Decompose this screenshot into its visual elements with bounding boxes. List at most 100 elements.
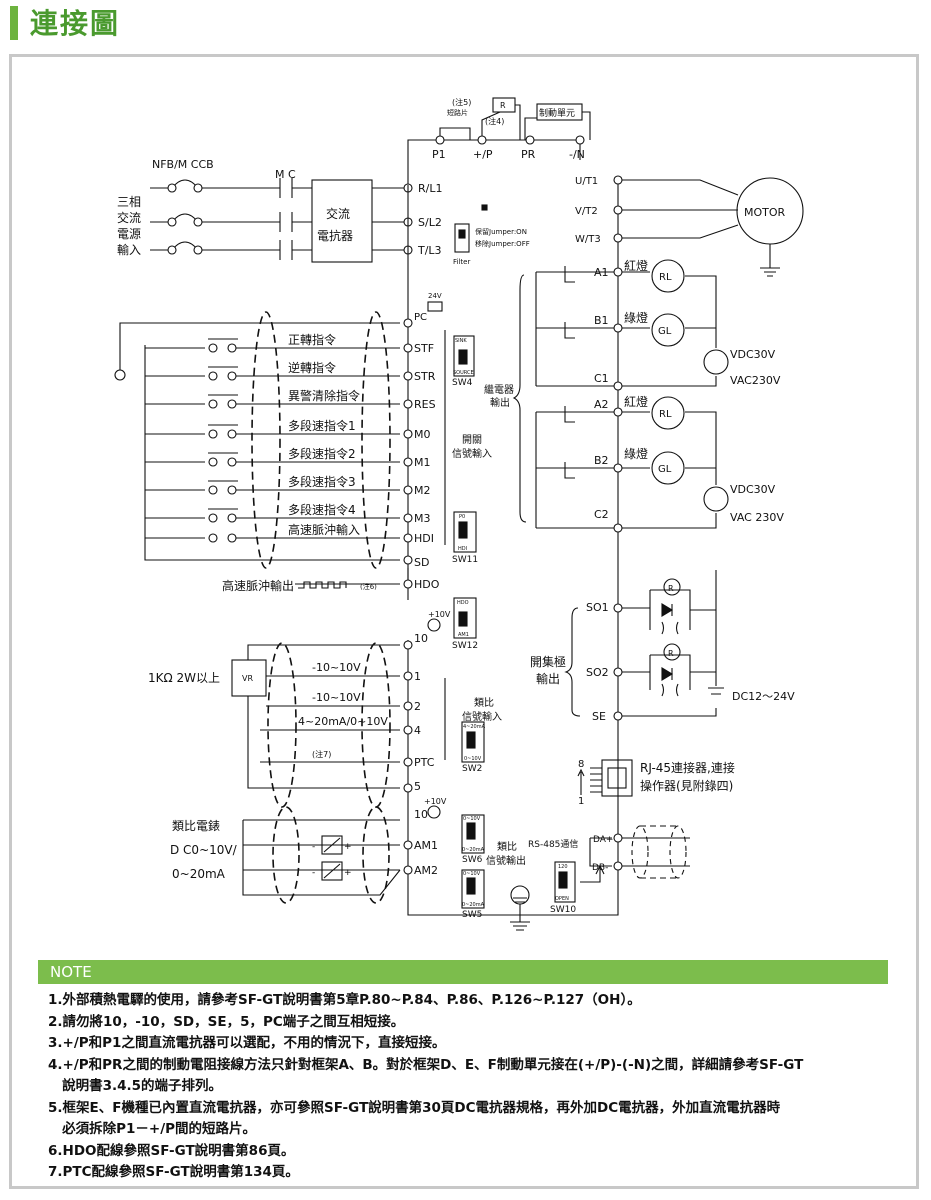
sw2-name: SW2 bbox=[462, 764, 482, 774]
short-plate-label: 短路片 bbox=[447, 108, 468, 117]
green-lamp-label-2: 綠燈 bbox=[624, 446, 648, 461]
contactor bbox=[279, 178, 293, 198]
sw10-name: SW10 bbox=[550, 905, 576, 915]
svg-text:+: + bbox=[344, 868, 352, 878]
svg-text:-: - bbox=[312, 842, 315, 852]
aout-v10-label: +10V bbox=[424, 797, 447, 806]
command-label-2: 逆轉指令 bbox=[288, 360, 336, 375]
svg-text:+: + bbox=[344, 842, 352, 852]
sw6-top: 0~10V bbox=[463, 816, 481, 822]
hdo-output-label: 高速脈沖輸出 bbox=[222, 578, 294, 593]
rj45-label-1: RJ-45連接器,連接 bbox=[640, 760, 735, 775]
terminal-analog-ptc: PTC bbox=[414, 756, 435, 769]
reactor-label-2: 電抗器 bbox=[317, 228, 353, 243]
note-item-6: 6.HDO配線參照SF-GT說明書第86頁。 bbox=[48, 1142, 295, 1159]
terminal-tl3: T/L3 bbox=[417, 244, 442, 257]
terminal-str: STR bbox=[414, 370, 436, 383]
sw12-name: SW12 bbox=[452, 641, 478, 651]
power-input: NFB/M CCB M C 三相 交流 電源 輸入 交流 電抗器 R/L1 S/… bbox=[117, 158, 530, 266]
analog-label-3: 4~20mA/0~10V bbox=[298, 715, 388, 728]
vac-label-1: VAC230V bbox=[730, 374, 781, 387]
note4-label: (注4) bbox=[485, 116, 504, 126]
switch-group-1: 開關 bbox=[462, 434, 482, 446]
terminal-analog-1: 1 bbox=[414, 670, 421, 683]
meter-label-2: D C0~10V/ bbox=[170, 843, 238, 857]
terminal-a1: A1 bbox=[594, 266, 609, 279]
terminal-am2: AM2 bbox=[414, 864, 438, 877]
filter-label: Filter bbox=[453, 258, 470, 266]
open-collector: 開集極 輸出 SO1 SO2 SE R R DC12〜24V bbox=[530, 570, 795, 723]
sw4-top: SINK bbox=[455, 338, 467, 344]
v24-label: 24V bbox=[428, 292, 442, 300]
red-lamp-label-1: 紅燈 bbox=[624, 258, 648, 273]
terminal-analog-2: 2 bbox=[414, 700, 421, 713]
sw11-top: P0 bbox=[459, 514, 465, 520]
command-label-6: 多段速指令3 bbox=[288, 474, 356, 489]
reactor-label-1: 交流 bbox=[326, 206, 350, 221]
command-label-8: 高速脈沖輸入 bbox=[288, 522, 360, 537]
vr-label: VR bbox=[242, 674, 253, 683]
sw6-bottom: 0~20mA bbox=[462, 847, 485, 853]
filter-off-text: 移除Jumper:OFF bbox=[475, 239, 530, 248]
aout-group-1: 類比 bbox=[497, 841, 517, 853]
terminal-hdo: HDO bbox=[414, 578, 440, 591]
analog-v10-label: +10V bbox=[428, 610, 451, 619]
digital-inputs: 正轉指令STF逆轉指令STR異警清除指令RES多段速指令1M0多段速指令2M1多… bbox=[114, 292, 492, 651]
command-label-5: 多段速指令2 bbox=[288, 446, 356, 461]
rj45-label-2: 操作器(見附錄四) bbox=[640, 778, 733, 793]
terminal-res: RES bbox=[414, 398, 436, 411]
contactor bbox=[279, 212, 293, 232]
terminal-rl1: R/L1 bbox=[418, 182, 442, 195]
vr-rating: 1KΩ 2W以上 bbox=[148, 671, 220, 685]
terminal-p1: P1 bbox=[432, 148, 446, 161]
gl-lamp-1: GL bbox=[658, 326, 672, 337]
sw11-name: SW11 bbox=[452, 555, 478, 565]
terminal-hdi: HDI bbox=[414, 532, 434, 545]
oc-r-1: R bbox=[668, 584, 674, 593]
sw12-bottom: AM1 bbox=[458, 632, 469, 638]
oc-r-2: R bbox=[668, 649, 674, 658]
oc-dc-label: DC12〜24V bbox=[732, 690, 795, 703]
note6-label: (注6) bbox=[360, 582, 377, 591]
sw5-bottom: 0~20mA bbox=[462, 902, 485, 908]
analog-group-2: 信號輸入 bbox=[462, 710, 502, 723]
terminal-plus-p: +/P bbox=[473, 148, 493, 161]
note-item-5: 5.框架E、F機種已內置直流電抗器，亦可參照SF-GT說明書第30頁DC電抗器規… bbox=[48, 1099, 781, 1138]
relay-group-label-1: 繼電器 bbox=[484, 383, 514, 396]
vr-box bbox=[231, 659, 267, 697]
analog-group-1: 類比 bbox=[474, 697, 494, 709]
terminal-b2: B2 bbox=[594, 454, 609, 467]
terminal-5: 5 bbox=[414, 780, 421, 793]
terminal-sl2: S/L2 bbox=[418, 216, 442, 229]
sw5-name: SW5 bbox=[462, 910, 482, 920]
input-label-2: 交流 bbox=[117, 210, 141, 225]
command-label-7: 多段速指令4 bbox=[288, 502, 356, 517]
filter-on-text: 保留Jumper:ON bbox=[475, 227, 527, 236]
note-header: NOTE bbox=[38, 960, 888, 984]
brake-unit-label: 制動單元 bbox=[539, 107, 575, 119]
title-accent-bar bbox=[10, 6, 18, 40]
sw10-bottom: OPEN bbox=[555, 896, 569, 902]
terminal-pc: PC bbox=[414, 312, 427, 323]
terminal-analog-4: 4 bbox=[414, 724, 421, 737]
motor-section: MOTOR U/T1 V/T2 W/T3 bbox=[575, 176, 804, 277]
sw10-top: 120 bbox=[558, 864, 568, 870]
terminal-wt3: W/T3 bbox=[575, 234, 601, 245]
rj45-pin-bottom: 1 bbox=[578, 796, 584, 807]
aout-group-2: 信號輸出 bbox=[486, 854, 526, 867]
vac-label-2: VAC 230V bbox=[730, 511, 784, 524]
notes-list: 1.外部積熱電驛的使用，請參考SF-GT說明書第5章P.80~P.84、P.86… bbox=[48, 990, 898, 1184]
rj45-connector bbox=[601, 759, 633, 797]
note-item-2: 2.請勿將10，-10，SD，SE，5，PC端子之間互相短接。 bbox=[48, 1013, 405, 1030]
svg-text:-: - bbox=[312, 868, 315, 878]
terminal-se: SE bbox=[592, 710, 606, 723]
resistor-label: R bbox=[500, 101, 506, 110]
rl-lamp-2: RL bbox=[659, 409, 672, 420]
terminal-am1: AM1 bbox=[414, 839, 438, 852]
command-label-1: 正轉指令 bbox=[288, 332, 336, 347]
analog-inputs: +10V 10 VR 1KΩ 2W以上 -10~10V1-10~10V24~20… bbox=[148, 610, 502, 808]
terminal-so1: SO1 bbox=[586, 601, 609, 614]
terminal-stf: STF bbox=[414, 342, 434, 355]
sw11-bottom: HDI bbox=[458, 546, 467, 552]
input-label-4: 輸入 bbox=[117, 242, 141, 257]
